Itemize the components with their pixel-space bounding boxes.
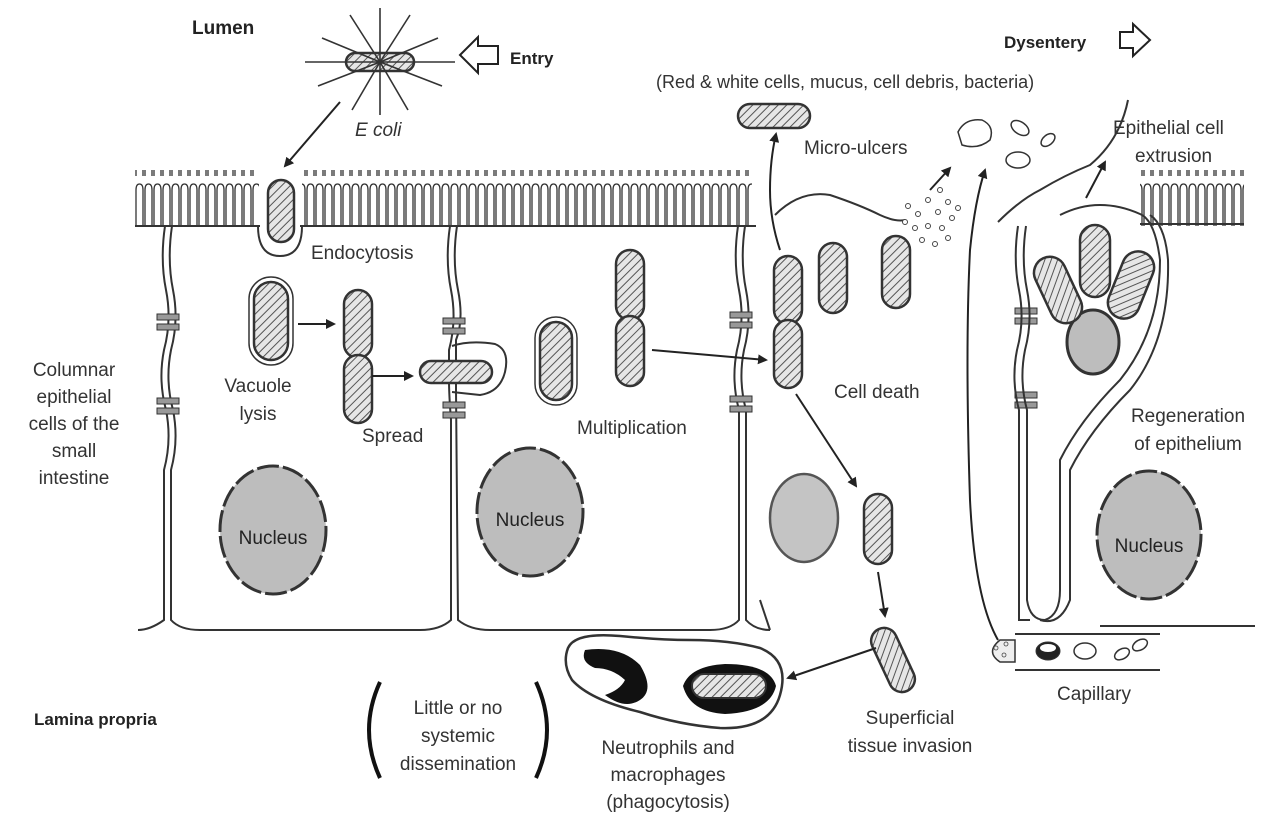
entry-arrow-icon <box>460 37 498 73</box>
ecoli-flagella <box>305 8 455 115</box>
label-epithelial-extrusion-2: extrusion <box>1135 146 1212 167</box>
label-columnar-1: Columnar <box>33 360 116 381</box>
label-neutrophils-1: Neutrophils and <box>601 738 734 759</box>
label-vacuole-2: lysis <box>240 404 277 425</box>
paren-left <box>369 682 380 778</box>
label-neutrophils-2: macrophages <box>610 765 725 786</box>
label-neutrophils-3: (phagocytosis) <box>606 792 730 813</box>
label-little-3: dissemination <box>400 754 516 775</box>
label-endocytosis: Endocytosis <box>311 243 413 264</box>
label-columnar-5: intestine <box>39 468 110 489</box>
capillary <box>993 634 1161 670</box>
label-little-1: Little or no <box>414 698 503 719</box>
label-superficial-2: tissue invasion <box>848 736 973 757</box>
label-columnar-4: small <box>52 441 96 462</box>
label-lamina-propria: Lamina propria <box>34 710 157 729</box>
label-columnar-2: epithelial <box>37 387 112 408</box>
label-micro-ulcers: Micro-ulcers <box>804 138 907 159</box>
ulcer-debris <box>903 117 1058 657</box>
label-multiplication: Multiplication <box>577 418 687 439</box>
label-dysentery: Dysentery <box>1004 33 1087 52</box>
label-cell-death: Cell death <box>834 382 920 403</box>
label-regeneration-1: Regeneration <box>1131 406 1245 427</box>
label-nucleus-2: Nucleus <box>496 510 565 531</box>
label-ecoli: E coli <box>355 120 402 141</box>
phagocyte <box>566 635 783 728</box>
label-vacuole-1: Vacuole <box>224 376 291 397</box>
label-little-2: systemic <box>421 726 495 747</box>
label-regeneration-2: of epithelium <box>1134 434 1242 455</box>
label-nucleus-1: Nucleus <box>239 528 308 549</box>
paren-right <box>536 682 547 778</box>
label-columnar-3: cells of the <box>29 414 120 435</box>
label-epithelial-extrusion-1: Epithelial cell <box>1113 118 1224 139</box>
label-superficial-1: Superficial <box>866 708 955 729</box>
label-nucleus-3: Nucleus <box>1115 536 1184 557</box>
label-lumen: Lumen <box>192 18 254 39</box>
label-capillary: Capillary <box>1057 684 1131 705</box>
label-entry: Entry <box>510 49 554 68</box>
label-dysentery-contents: (Red & white cells, mucus, cell debris, … <box>656 72 1034 92</box>
label-spread: Spread <box>362 426 423 447</box>
dysentery-arrow-icon <box>1120 24 1150 56</box>
brush-border <box>135 170 1244 256</box>
